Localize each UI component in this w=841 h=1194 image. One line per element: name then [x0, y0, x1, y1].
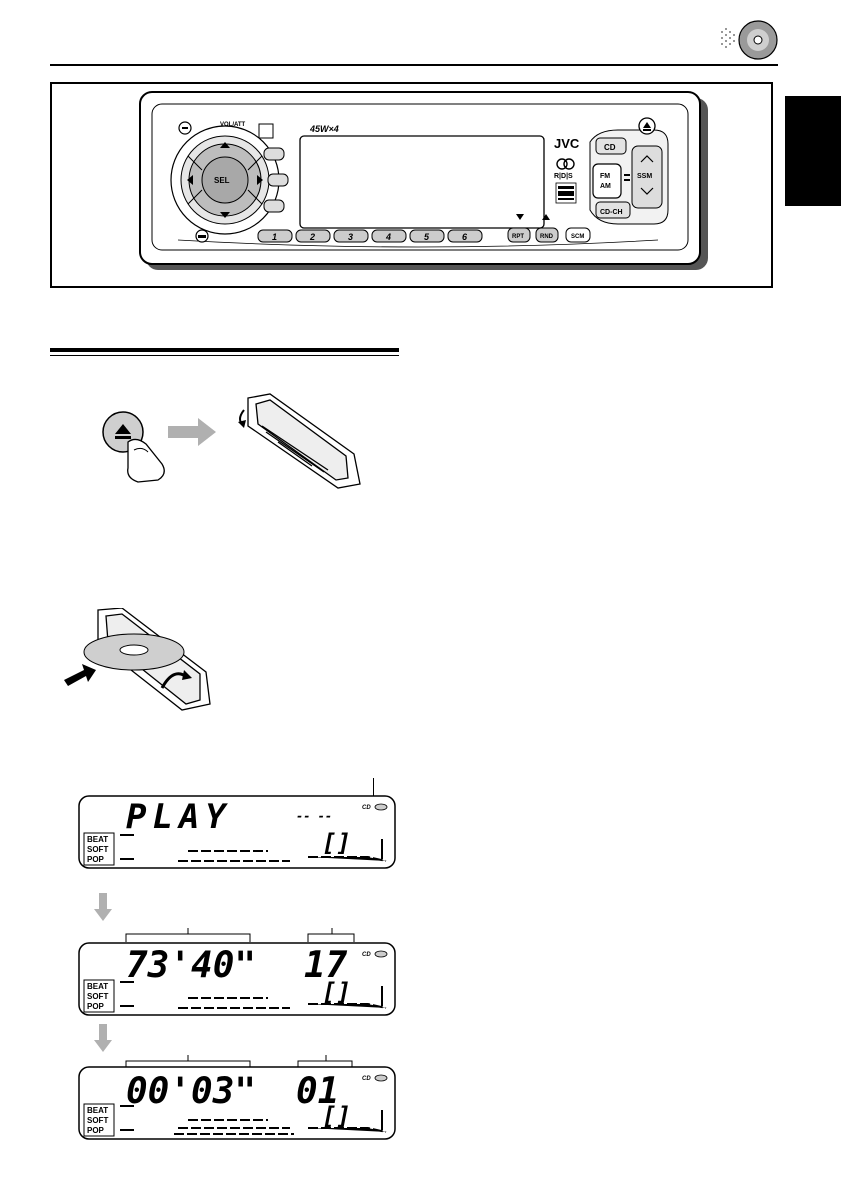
insert-arrow-icon	[64, 664, 96, 686]
svg-text:POP: POP	[87, 1002, 105, 1011]
section-tab	[785, 96, 841, 206]
cd-button[interactable]: CD	[596, 138, 626, 154]
cd-ch-button[interactable]: CD-CH	[596, 202, 630, 218]
side-button-2[interactable]	[268, 174, 288, 186]
svg-text:SOFT: SOFT	[87, 1116, 108, 1125]
finger-icon	[128, 439, 165, 482]
disc-icon	[375, 951, 387, 957]
lcd-mode-icon: []	[322, 829, 351, 857]
svg-text:AM: AM	[600, 183, 611, 190]
sound-mode-indicator: BEAT SOFT POP	[84, 980, 114, 1012]
preset-button-1[interactable]: 1	[258, 230, 292, 242]
lcd-main-text: 73'40"	[126, 945, 256, 986]
compact-disc-logo	[556, 183, 576, 203]
preset-button-6[interactable]: 6	[448, 230, 482, 242]
rnd-button[interactable]: RND	[536, 228, 558, 242]
svg-text:RPT: RPT	[512, 234, 524, 240]
eject-step-illustration	[98, 392, 383, 497]
scm-button[interactable]: SCM	[566, 228, 590, 242]
preset-button-3[interactable]: 3	[334, 230, 368, 242]
svg-text:3: 3	[348, 232, 353, 242]
svg-text:R|D|S: R|D|S	[554, 173, 573, 180]
ssm-rocker-button[interactable]: SSM	[632, 146, 662, 208]
lcd-main-text: PLAY	[126, 797, 232, 837]
cd-indicator-callout	[373, 778, 374, 796]
down-arrow-icon-1	[94, 893, 112, 921]
arrow-right-icon	[168, 418, 216, 446]
svg-text:BEAT: BEAT	[87, 982, 108, 991]
svg-text:CD-CH: CD-CH	[600, 209, 623, 216]
lcd-display-1: PLAY -- -- CD [] BEAT SOFT POP	[78, 795, 396, 869]
svg-text:SOFT: SOFT	[87, 845, 108, 854]
sel-label: SEL	[214, 176, 230, 185]
lcd-mode-icon: []	[322, 978, 351, 1006]
preset-button-4[interactable]: 4	[372, 230, 406, 242]
lcd-display-3: 00'03" 01 CD [] BEAT SOFT POP	[78, 1066, 396, 1140]
section-rule	[50, 348, 399, 352]
fm-am-button[interactable]: FM AM	[593, 164, 621, 198]
svg-text:FM: FM	[600, 173, 610, 180]
down-arrow-icon-2	[94, 1024, 112, 1052]
display-window	[300, 136, 544, 228]
control-panel: VOL/ATT 45W×4 SEL JVC R|D|S CD	[138, 90, 710, 272]
svg-text:SOFT: SOFT	[87, 992, 108, 1001]
sound-mode-indicator: BEAT SOFT POP	[84, 833, 114, 865]
svg-text:SSM: SSM	[637, 173, 652, 180]
cd-section-icon	[718, 20, 780, 60]
disc-icon	[375, 1075, 387, 1081]
header-rule	[50, 64, 778, 66]
cd-indicator: CD	[362, 952, 371, 958]
insert-disc-illustration	[62, 608, 212, 713]
disc-icon	[375, 804, 387, 810]
svg-text:2: 2	[309, 232, 315, 242]
cd-indicator: CD	[362, 1076, 371, 1082]
lcd-display-2: 73'40" 17 CD [] BEAT SOFT POP	[78, 942, 396, 1016]
side-button-1[interactable]	[264, 148, 284, 160]
open-faceplate	[248, 394, 360, 488]
svg-text:SCM: SCM	[571, 234, 584, 240]
svg-text:POP: POP	[87, 1126, 105, 1135]
lcd-main-text: 00'03"	[126, 1071, 256, 1112]
svg-text:RND: RND	[540, 234, 554, 240]
preset-button-5[interactable]: 5	[410, 230, 444, 242]
svg-text:4: 4	[385, 232, 391, 242]
rpt-button[interactable]: RPT	[508, 228, 530, 242]
power-label: 45W×4	[309, 124, 339, 134]
sound-mode-indicator: BEAT SOFT POP	[84, 1104, 114, 1136]
cd-indicator: CD	[362, 805, 371, 811]
preset-button-2[interactable]: 2	[296, 230, 330, 242]
svg-text:POP: POP	[87, 855, 105, 864]
square-indicator	[259, 124, 273, 138]
lcd-right-text: -- --	[296, 809, 332, 823]
svg-text:1: 1	[272, 232, 277, 242]
lcd-mode-icon: []	[322, 1102, 351, 1130]
svg-text:BEAT: BEAT	[87, 1106, 108, 1115]
control-dial[interactable]: SEL	[171, 126, 279, 234]
brand-logo: JVC	[554, 136, 580, 151]
side-button-3[interactable]	[264, 200, 284, 212]
svg-text:BEAT: BEAT	[87, 835, 108, 844]
section-rule-thin	[50, 355, 399, 356]
svg-text:CD: CD	[604, 143, 616, 152]
